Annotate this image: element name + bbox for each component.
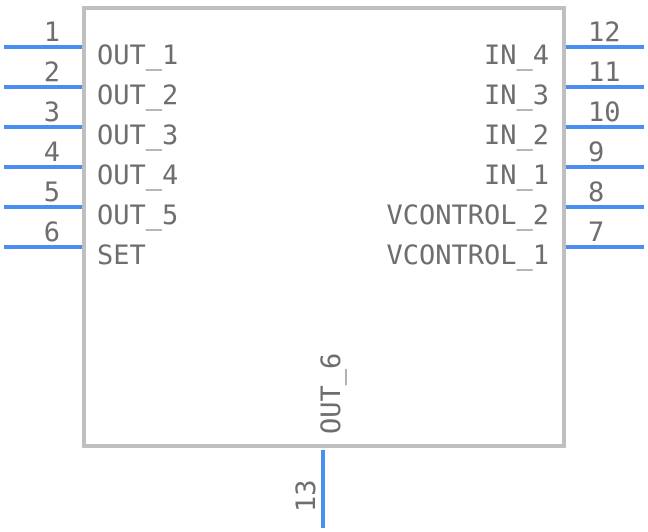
- pin-name: IN_3: [484, 80, 549, 111]
- pin-number: 9: [588, 137, 604, 168]
- pin-number: 10: [588, 97, 621, 128]
- pin-name: OUT_1: [97, 40, 178, 71]
- pin-number: 3: [44, 97, 60, 128]
- pin-name: IN_1: [484, 160, 549, 191]
- pin-name: OUT_6: [316, 353, 347, 434]
- pin-name: OUT_4: [97, 160, 178, 191]
- pin-number: 11: [588, 57, 621, 88]
- pin-9: 9IN_1: [484, 137, 644, 191]
- pin-number: 5: [44, 177, 60, 208]
- pin-name: OUT_5: [97, 200, 178, 231]
- pin-number: 13: [291, 479, 322, 512]
- pin-number: 2: [44, 57, 60, 88]
- pin-number: 7: [588, 217, 604, 248]
- pin-number: 6: [44, 217, 60, 248]
- pin-name: IN_2: [484, 120, 549, 151]
- pin-name: SET: [97, 240, 146, 271]
- pin-number: 4: [44, 137, 60, 168]
- pin-number: 1: [44, 17, 60, 48]
- pin-name: VCONTROL_2: [386, 200, 549, 231]
- pin-number: 12: [588, 17, 621, 48]
- pin-number: 8: [588, 177, 604, 208]
- pin-name: VCONTROL_1: [386, 240, 549, 271]
- component-body: [82, 6, 566, 448]
- pin-13: 13 OUT_6: [291, 353, 347, 528]
- pin-name: IN_4: [484, 40, 549, 71]
- pin-name: OUT_3: [97, 120, 178, 151]
- pin-name: OUT_2: [97, 80, 178, 111]
